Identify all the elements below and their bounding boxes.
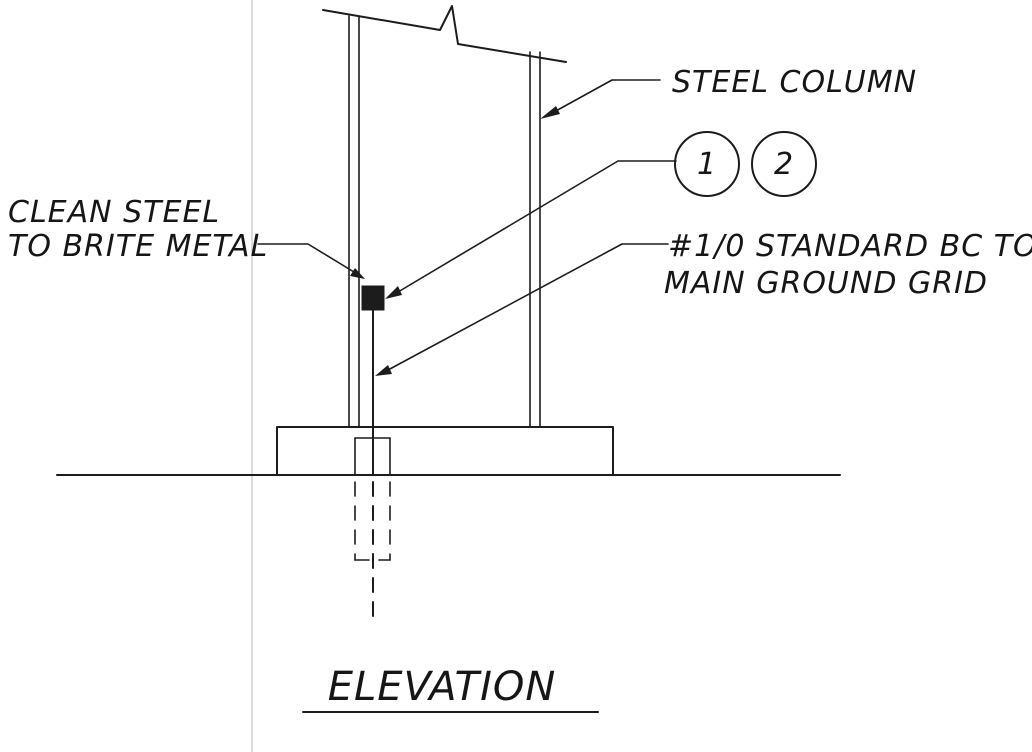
break-line [322, 5, 567, 63]
leader-conductor [375, 243, 669, 376]
drawing-title: ELEVATION [328, 664, 557, 710]
ground-connection-plate [361, 285, 385, 311]
label-steel-column: STEEL COLUMN [672, 65, 917, 100]
label-clean-steel-line2: TO BRITE METAL [8, 229, 268, 264]
leader-steel-column [540, 79, 661, 119]
detail-tag-2: 2 [751, 131, 817, 197]
detail-tag-1: 1 [674, 131, 740, 197]
label-conductor-line2: MAIN GROUND GRID [664, 266, 988, 301]
concrete-pier [276, 426, 614, 476]
anchor-sleeve [354, 437, 391, 561]
leader-clean-steel [257, 243, 365, 279]
detail-tag-1-label: 1 [697, 147, 717, 182]
leader-detail-tags [385, 160, 677, 299]
label-clean-steel-line1: CLEAN STEEL [8, 195, 220, 230]
steel-column [348, 15, 541, 428]
detail-tag-2-label: 2 [774, 147, 794, 182]
label-conductor-line1: #1/0 STANDARD BC TO [668, 229, 1032, 264]
